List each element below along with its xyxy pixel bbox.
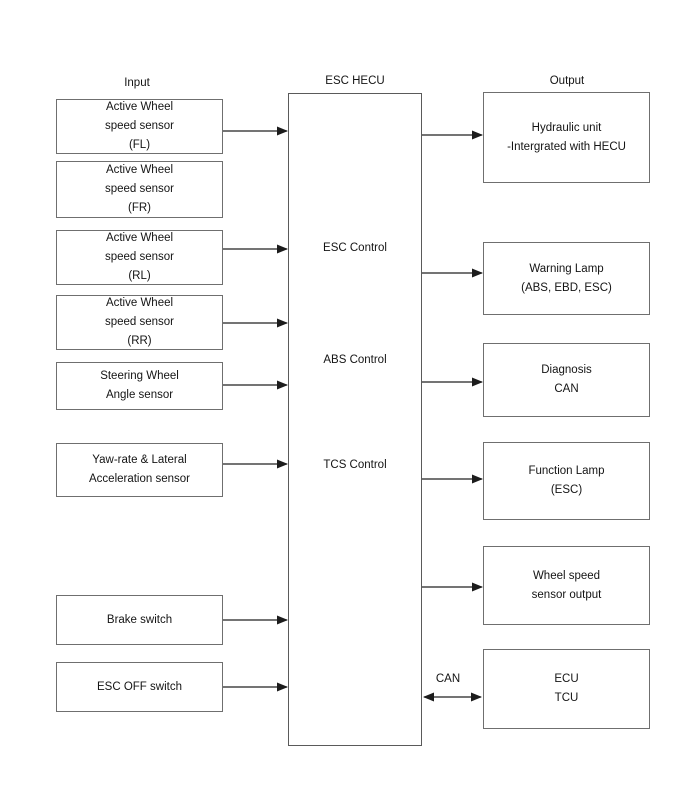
hecu-box: ESC Control ABS Control TCS Control: [288, 93, 422, 746]
box-text-line: (RL): [128, 270, 151, 282]
box-text-line: (FR): [128, 202, 151, 214]
hecu-column-label: ESC HECU: [325, 75, 385, 87]
hecu-function-esc-control: ESC Control: [323, 242, 387, 254]
input-column-label: Input: [124, 77, 150, 89]
hecu-function-tcs-control: TCS Control: [323, 459, 387, 471]
input-box-wheel-speed-fr: Active Wheel speed sensor (FR): [56, 161, 223, 218]
box-text-line: (ABS, EBD, ESC): [521, 281, 612, 294]
box-text-line: speed sensor: [104, 183, 175, 195]
box-text-line: ESC OFF switch: [97, 680, 182, 693]
hecu-function-abs-control: ABS Control: [323, 354, 387, 366]
output-box-warning-lamp: Warning Lamp (ABS, EBD, ESC): [483, 242, 650, 315]
box-text-line: Angle sensor: [105, 389, 174, 401]
output-box-hydraulic-unit: Hydraulic unit -Intergrated with HECU: [483, 92, 650, 183]
input-box-wheel-speed-fl: Active Wheel speed sensor (FL): [56, 99, 223, 154]
box-text-line: Function Lamp: [528, 465, 605, 477]
input-box-wheel-speed-rr: Active Wheel speed sensor (RR): [56, 295, 223, 350]
box-text-line: speed sensor: [104, 316, 175, 328]
box-text-line: Yaw-rate & Lateral: [92, 454, 187, 466]
box-text-line: Hydraulic unit: [531, 121, 602, 134]
box-text-line: Active Wheel: [105, 297, 174, 309]
box-text-line: CAN: [554, 383, 579, 395]
input-box-brake-switch: Brake switch: [56, 595, 223, 645]
box-text-line: Wheel speed: [532, 569, 601, 582]
output-box-wheel-speed-output: Wheel speed sensor output: [483, 546, 650, 625]
box-text-line: Acceleration sensor: [89, 473, 190, 485]
box-text-line: Diagnosis: [541, 364, 592, 376]
input-box-yaw-rate-sensor: Yaw-rate & Lateral Acceleration sensor: [56, 443, 223, 497]
output-box-ecu-tcu: ECU TCU: [483, 649, 650, 729]
box-text-line: Steering Wheel: [100, 370, 179, 382]
input-box-wheel-speed-rl: Active Wheel speed sensor (RL): [56, 230, 223, 285]
box-text-line: (FL): [128, 139, 151, 151]
output-column-label: Output: [549, 75, 585, 87]
box-text-line: speed sensor: [104, 120, 175, 132]
box-text-line: ECU: [554, 673, 579, 685]
can-bus-label: CAN: [435, 673, 461, 685]
box-text-line: speed sensor: [104, 251, 175, 263]
box-text-line: Active Wheel: [105, 101, 174, 113]
box-text-line: -Intergrated with HECU: [507, 140, 626, 153]
box-text-line: (RR): [127, 335, 152, 347]
input-box-steering-angle-sensor: Steering Wheel Angle sensor: [56, 362, 223, 410]
box-text-line: TCU: [554, 692, 579, 704]
output-box-function-lamp: Function Lamp (ESC): [483, 442, 650, 520]
box-text-line: (ESC): [550, 484, 583, 496]
box-text-line: Active Wheel: [105, 164, 174, 176]
box-text-line: Active Wheel: [105, 232, 174, 244]
box-text-line: sensor output: [531, 588, 602, 601]
input-box-esc-off-switch: ESC OFF switch: [56, 662, 223, 712]
output-box-diagnosis-can: Diagnosis CAN: [483, 343, 650, 417]
box-text-line: Brake switch: [106, 613, 173, 626]
box-text-line: Warning Lamp: [529, 262, 604, 275]
